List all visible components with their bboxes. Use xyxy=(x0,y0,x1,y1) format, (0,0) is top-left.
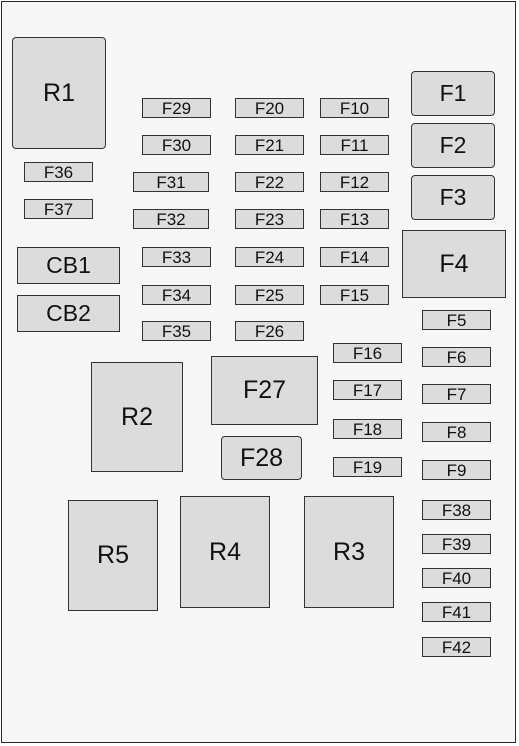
fuse-f39: F39 xyxy=(422,534,491,554)
fuse-f42: F42 xyxy=(422,637,491,657)
fuse-f38: F38 xyxy=(422,500,491,520)
fuse-f36: F36 xyxy=(24,162,93,182)
fuse-f3: F3 xyxy=(411,175,495,220)
circuit-breaker-cb1: CB1 xyxy=(17,247,120,284)
relay-r5: R5 xyxy=(68,500,158,611)
relay-r3: R3 xyxy=(304,496,394,608)
relay-r2: R2 xyxy=(91,362,183,472)
fuse-f1: F1 xyxy=(411,71,495,116)
fuse-f6: F6 xyxy=(422,347,491,367)
fuse-f23: F23 xyxy=(235,209,304,229)
fuse-f37: F37 xyxy=(24,199,93,219)
fuse-f17: F17 xyxy=(333,380,402,400)
fuse-f15: F15 xyxy=(320,285,389,305)
fuse-f13: F13 xyxy=(320,209,389,229)
fuse-f41: F41 xyxy=(422,602,491,622)
fuse-f26: F26 xyxy=(235,321,304,341)
fuse-f7: F7 xyxy=(422,384,491,404)
fuse-f14: F14 xyxy=(320,247,389,267)
fuse-f10: F10 xyxy=(320,98,389,118)
fuse-f34: F34 xyxy=(142,285,211,305)
relay-r4: R4 xyxy=(180,496,270,608)
fuse-f20: F20 xyxy=(235,98,304,118)
fuse-f16: F16 xyxy=(333,343,402,363)
fuse-f30: F30 xyxy=(142,135,211,155)
fuse-f8: F8 xyxy=(422,422,491,442)
fuse-f35: F35 xyxy=(142,321,211,341)
fuse-f21: F21 xyxy=(235,135,304,155)
fuse-f22: F22 xyxy=(235,172,304,192)
fuse-f18: F18 xyxy=(333,419,402,439)
fuse-f32: F32 xyxy=(133,209,209,229)
fuse-f2: F2 xyxy=(411,123,495,168)
circuit-breaker-cb2: CB2 xyxy=(17,295,120,332)
fuse-f33: F33 xyxy=(142,247,211,267)
fuse-f5: F5 xyxy=(422,310,491,330)
fuse-f27: F27 xyxy=(211,356,318,425)
relay-r1: R1 xyxy=(12,37,106,149)
fuse-f40: F40 xyxy=(422,568,491,588)
fuse-f4: F4 xyxy=(402,230,506,298)
fuse-f9: F9 xyxy=(422,460,491,480)
fuse-f12: F12 xyxy=(320,172,389,192)
fuse-f24: F24 xyxy=(235,247,304,267)
fuse-f31: F31 xyxy=(133,172,209,192)
fuse-f28: F28 xyxy=(221,436,302,480)
fuse-f25: F25 xyxy=(235,285,304,305)
fuse-f19: F19 xyxy=(333,457,402,477)
fuse-f11: F11 xyxy=(320,135,389,155)
fuse-f29: F29 xyxy=(142,98,211,118)
